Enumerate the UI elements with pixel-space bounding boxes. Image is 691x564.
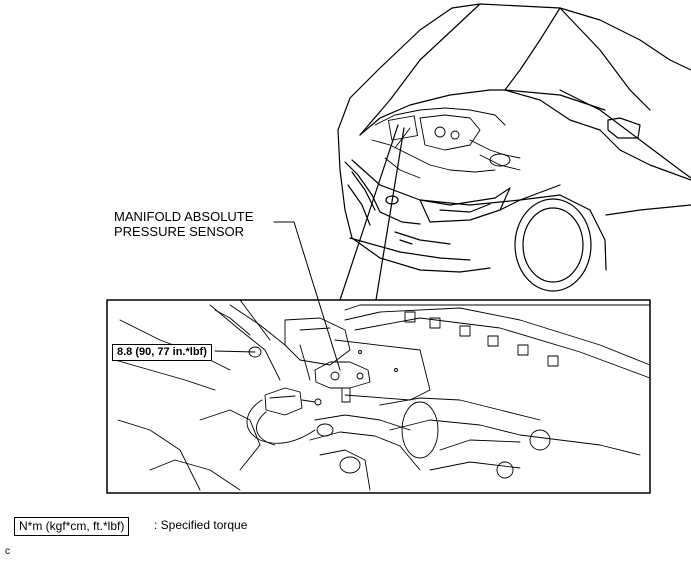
car-body [337,3,691,292]
engine-bay [371,107,521,179]
corner-code: c [5,546,10,557]
legend-description: : Specified torque [154,518,248,532]
torque-leader [214,350,256,353]
callout-leader [273,221,341,371]
callout-label-line1: MANIFOLD ABSOLUTE [114,209,254,224]
zoom-lines [339,124,405,301]
detail-frame [106,299,651,494]
legend-unit-box: N*m (kgf*cm, ft.*lbf) [14,517,130,536]
torque-value-box: 8.8 (90, 77 in.*lbf) [112,344,212,361]
callout-label-line2: PRESSURE SENSOR [114,224,245,239]
detail-engine-parts [114,299,651,491]
callout-label: MANIFOLD ABSOLUTE PRESSURE SENSOR [114,209,253,239]
